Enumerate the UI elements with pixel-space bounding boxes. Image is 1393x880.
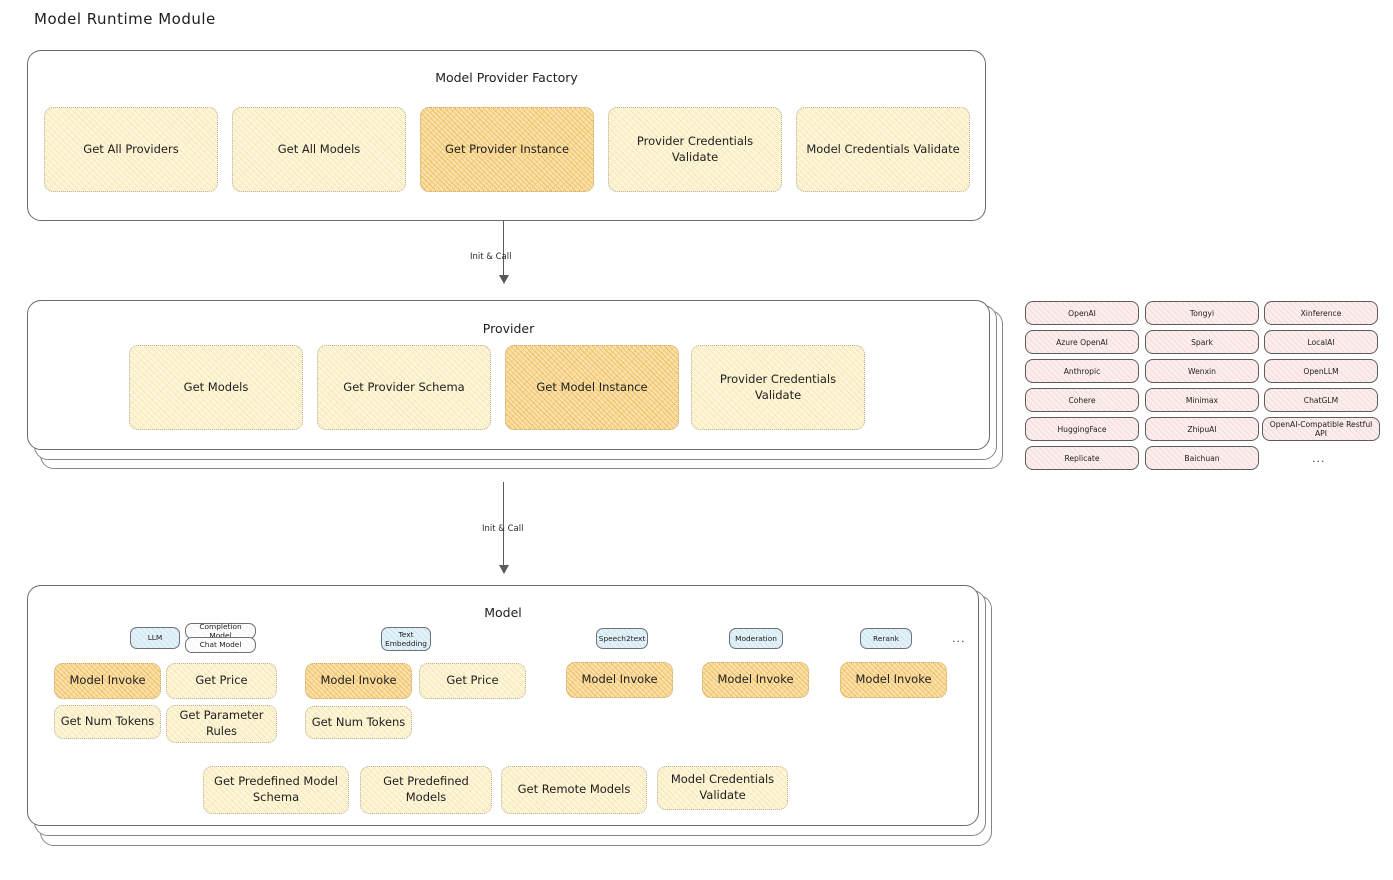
provider-pill-localai[interactable]: LocalAI bbox=[1264, 330, 1378, 354]
model-badge-moderation[interactable]: Moderation bbox=[729, 628, 783, 649]
model-badge-llm[interactable]: LLM bbox=[130, 627, 180, 649]
provider-pill-tongyi[interactable]: Tongyi bbox=[1145, 301, 1259, 325]
provider-list-ellipsis: ... bbox=[1312, 452, 1326, 465]
factory-node-get-all-providers[interactable]: Get All Providers bbox=[44, 107, 218, 192]
provider-pill-minimax[interactable]: Minimax bbox=[1145, 388, 1259, 412]
model-node-llm-get-parameter-rules[interactable]: Get Parameter Rules bbox=[166, 705, 277, 743]
model-node-get-predefined-model-schema[interactable]: Get Predefined Model Schema bbox=[203, 766, 349, 814]
provider-pill-openai-compatible-restful-api[interactable]: OpenAI-Compatible Restful API bbox=[1262, 417, 1380, 441]
provider-node-provider-credentials-validate[interactable]: Provider Credentials Validate bbox=[691, 345, 865, 430]
model-badge-speech2text[interactable]: Speech2text bbox=[596, 628, 648, 649]
arrow-factory-to-provider-line bbox=[503, 221, 505, 278]
arrow-factory-to-provider-label: Init & Call bbox=[470, 252, 512, 262]
arrow-factory-to-provider-head bbox=[499, 275, 509, 284]
provider-pill-chatglm[interactable]: ChatGLM bbox=[1264, 388, 1378, 412]
provider-pill-huggingface[interactable]: HuggingFace bbox=[1025, 417, 1139, 441]
factory-node-get-all-models[interactable]: Get All Models bbox=[232, 107, 406, 192]
provider-pill-openai[interactable]: OpenAI bbox=[1025, 301, 1139, 325]
arrow-provider-to-model-line bbox=[503, 482, 505, 568]
provider-pill-spark[interactable]: Spark bbox=[1145, 330, 1259, 354]
model-sub-badge-chat-model[interactable]: Chat Model bbox=[185, 637, 256, 653]
model-sub-badge-completion-model[interactable]: Completion Model bbox=[185, 622, 256, 640]
factory-node-model-credentials-validate[interactable]: Model Credentials Validate bbox=[796, 107, 970, 192]
model-node-get-predefined-models[interactable]: Get Predefined Models bbox=[360, 766, 492, 814]
provider-title: Provider bbox=[482, 321, 535, 336]
provider-pill-openllm[interactable]: OpenLLM bbox=[1264, 359, 1378, 383]
provider-node-get-provider-schema[interactable]: Get Provider Schema bbox=[317, 345, 491, 430]
model-node-llm-get-price[interactable]: Get Price bbox=[166, 663, 277, 699]
model-badge-rerank[interactable]: Rerank bbox=[860, 628, 912, 649]
arrow-provider-to-model-label: Init & Call bbox=[482, 524, 524, 534]
provider-pill-zhipuai[interactable]: ZhipuAI bbox=[1145, 417, 1259, 441]
model-provider-factory-title: Model Provider Factory bbox=[435, 70, 578, 85]
provider-node-get-model-instance[interactable]: Get Model Instance bbox=[505, 345, 679, 430]
provider-pill-replicate[interactable]: Replicate bbox=[1025, 446, 1139, 470]
provider-pill-azure-openai[interactable]: Azure OpenAI bbox=[1025, 330, 1139, 354]
arrow-provider-to-model-head bbox=[499, 565, 509, 574]
page-title: Model Runtime Module bbox=[34, 10, 216, 28]
model-title: Model bbox=[484, 605, 522, 620]
model-node-text-embedding-model-invoke[interactable]: Model Invoke bbox=[305, 663, 412, 699]
provider-node-get-models[interactable]: Get Models bbox=[129, 345, 303, 430]
model-groups-ellipsis: ... bbox=[952, 632, 966, 645]
model-node-speech2text-model-invoke[interactable]: Model Invoke bbox=[566, 662, 673, 698]
provider-pill-xinference[interactable]: Xinference bbox=[1264, 301, 1378, 325]
model-node-rerank-model-invoke[interactable]: Model Invoke bbox=[840, 662, 947, 698]
provider-pill-cohere[interactable]: Cohere bbox=[1025, 388, 1139, 412]
model-node-llm-get-num-tokens[interactable]: Get Num Tokens bbox=[54, 705, 161, 739]
model-node-text-embedding-get-num-tokens[interactable]: Get Num Tokens bbox=[305, 706, 412, 739]
model-badge-text-embedding[interactable]: Text Embedding bbox=[381, 627, 431, 651]
provider-pill-wenxin[interactable]: Wenxin bbox=[1145, 359, 1259, 383]
provider-pill-baichuan[interactable]: Baichuan bbox=[1145, 446, 1259, 470]
model-node-model-credentials-validate[interactable]: Model Credentials Validate bbox=[657, 766, 788, 810]
factory-node-get-provider-instance[interactable]: Get Provider Instance bbox=[420, 107, 594, 192]
model-node-llm-model-invoke[interactable]: Model Invoke bbox=[54, 663, 161, 699]
provider-pill-anthropic[interactable]: Anthropic bbox=[1025, 359, 1139, 383]
model-node-moderation-model-invoke[interactable]: Model Invoke bbox=[702, 662, 809, 698]
factory-node-provider-credentials-validate[interactable]: Provider Credentials Validate bbox=[608, 107, 782, 192]
model-node-get-remote-models[interactable]: Get Remote Models bbox=[501, 766, 647, 814]
model-node-text-embedding-get-price[interactable]: Get Price bbox=[419, 663, 526, 699]
